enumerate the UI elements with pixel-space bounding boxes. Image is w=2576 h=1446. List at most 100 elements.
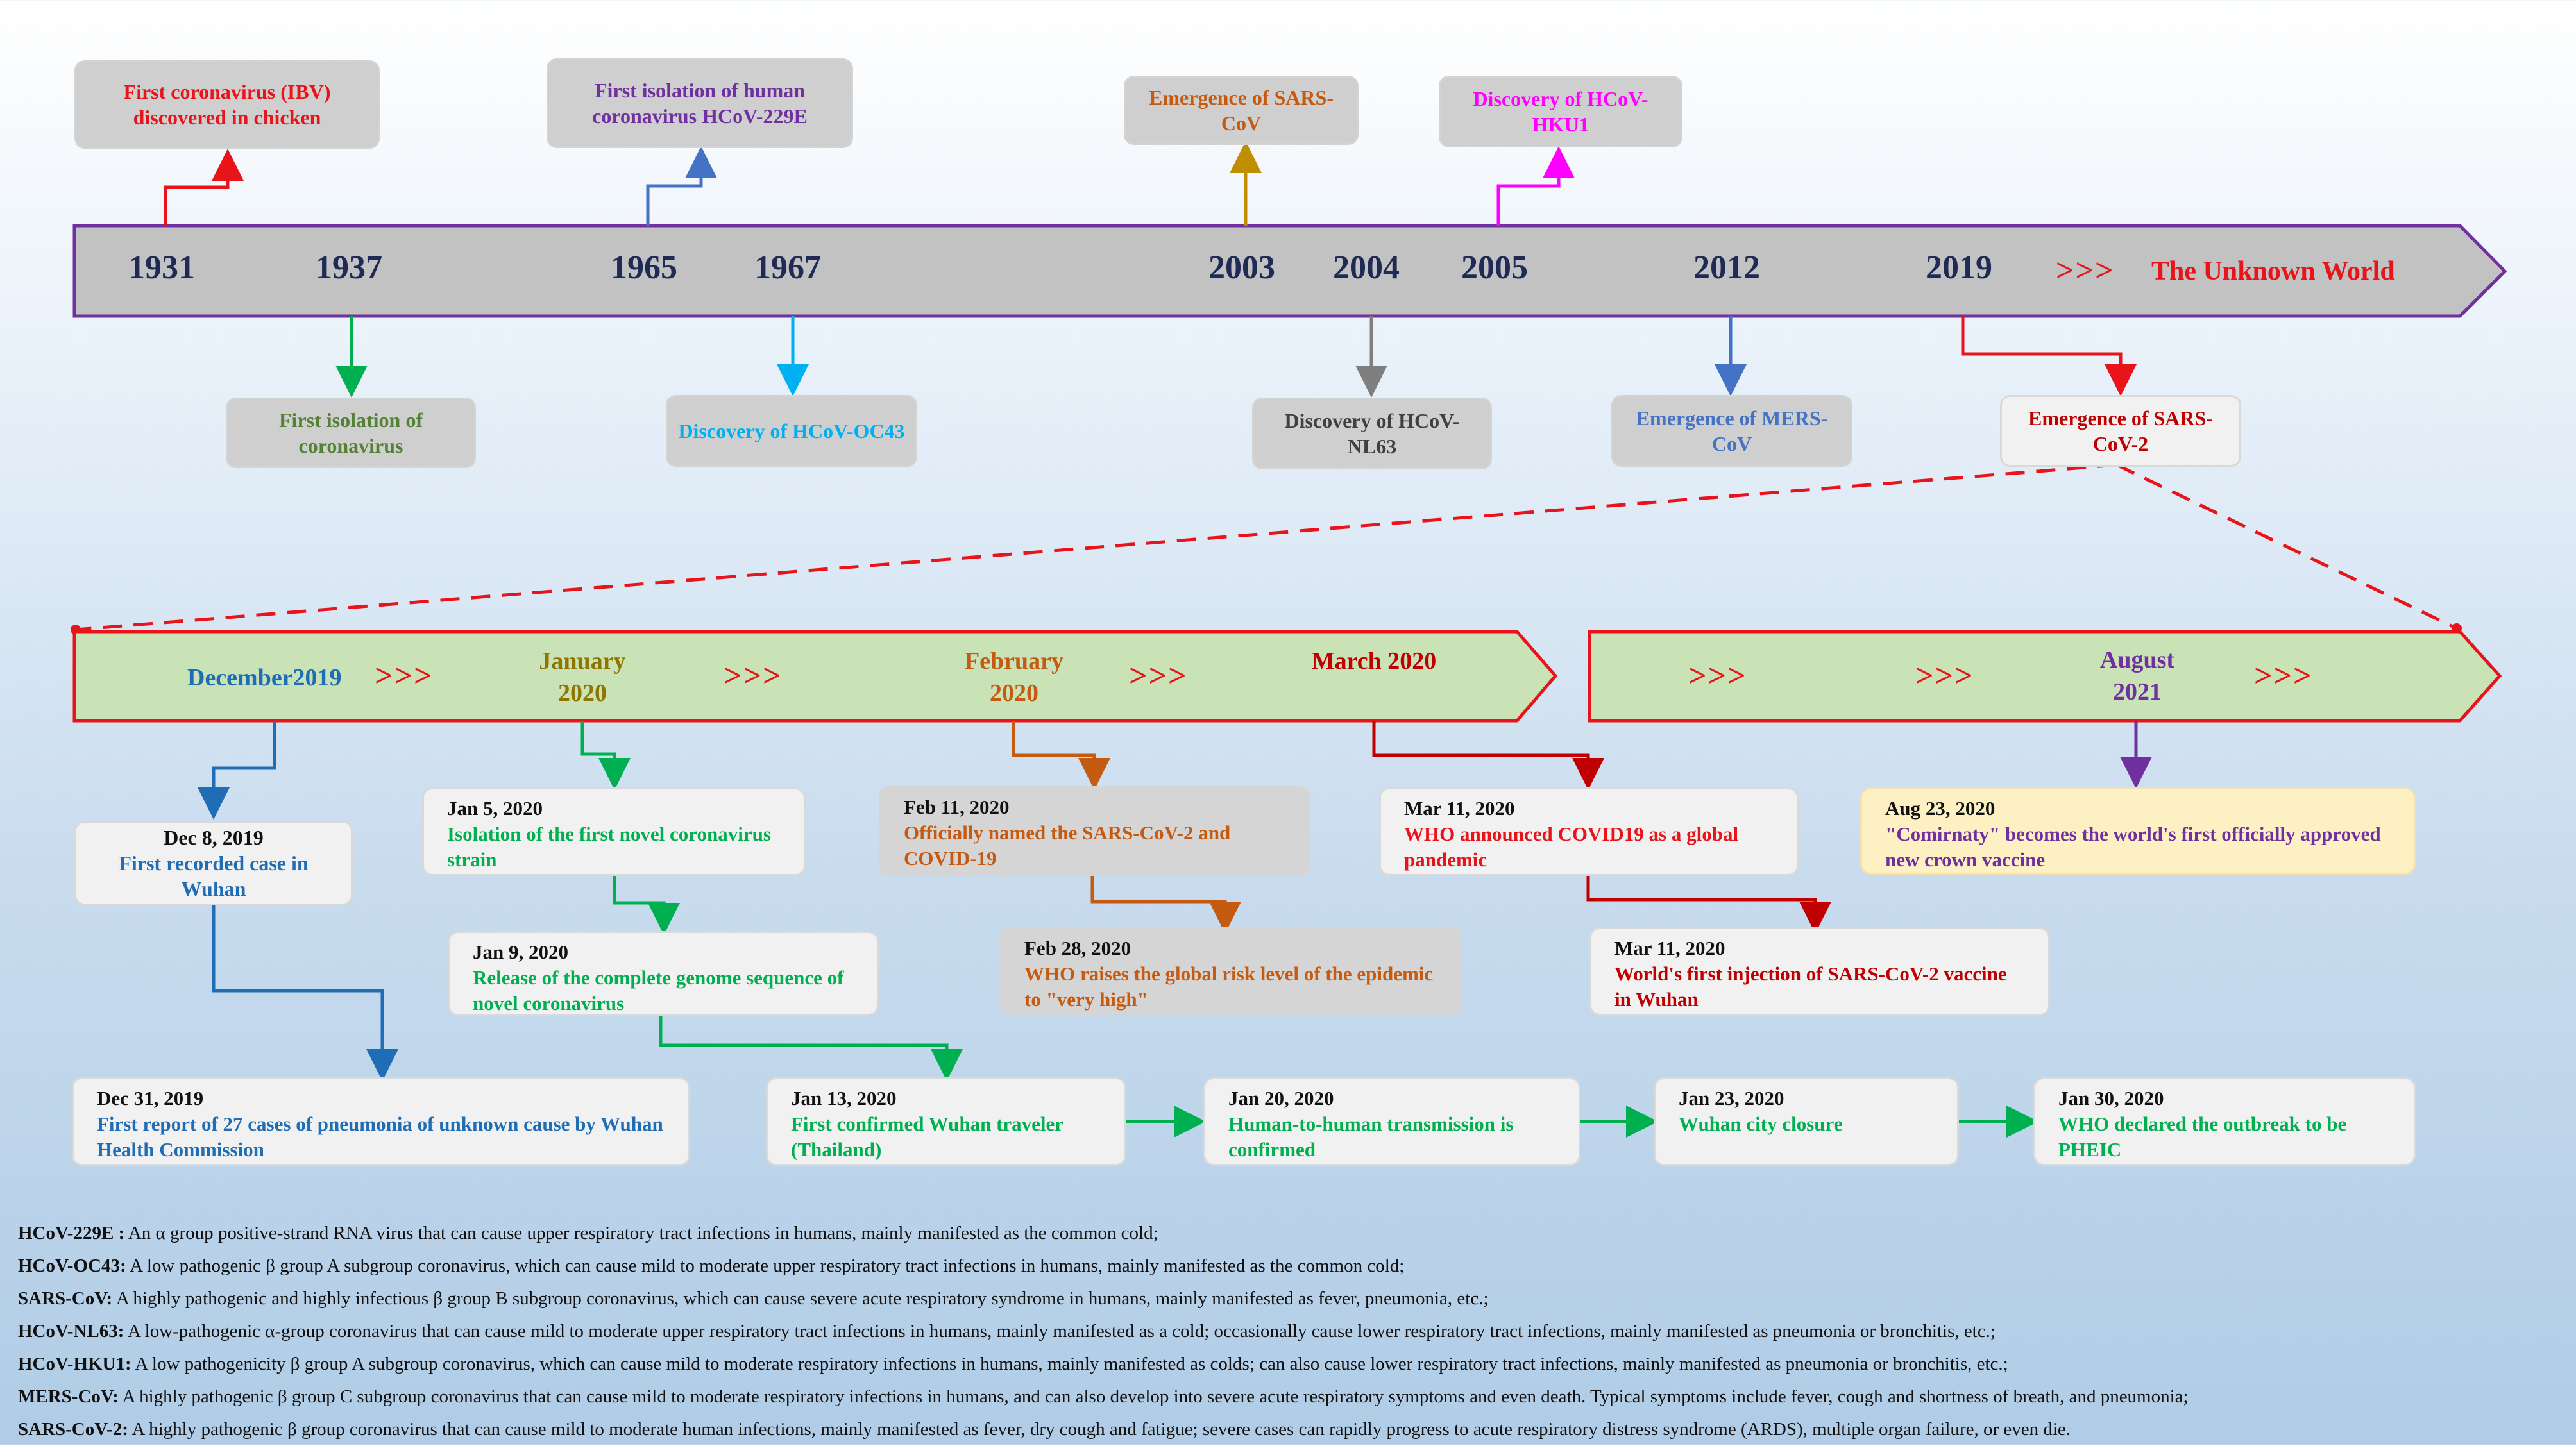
connector-2019 (1961, 316, 2137, 396)
main-timeline-bar (72, 224, 2507, 318)
year-2005: 2005 (1461, 249, 1528, 286)
year-1967: 1967 (754, 249, 821, 286)
note-nl63: HCoV-NL63: A low-pathogenic α-group coro… (18, 1315, 2571, 1348)
note-text: A highly pathogenic and highly infectiou… (112, 1288, 1489, 1309)
event-mar11a-date: Mar 11, 2020 (1404, 797, 1515, 820)
conn-feb11 (1012, 721, 1110, 790)
event-dec31-text: First report of 27 cases of pneumonia of… (97, 1113, 663, 1161)
event-jan23-box: Jan 23, 2020 Wuhan city closure (1654, 1077, 1959, 1166)
connector-2005 (1496, 146, 1575, 226)
event-ibv-box: First coronavirus (IBV) discovered in ch… (74, 60, 380, 149)
event-feb11-date: Feb 11, 2020 (904, 796, 1010, 818)
event-jan30-text: WHO declared the outbreak to be PHEIC (2058, 1113, 2347, 1161)
conn-mar11b (1586, 875, 1831, 934)
event-jan20-date: Jan 20, 2020 (1228, 1087, 1334, 1109)
note-text: A low pathogenic β group A subgroup coro… (126, 1256, 1405, 1276)
note-term: HCoV-229E : (18, 1223, 125, 1243)
month-march-2020: March 2020 (1311, 648, 1437, 675)
event-first-isolation-box: First isolation of coronavirus (226, 398, 476, 468)
event-hcov229e-box: First isolation of human coronavirus HCo… (547, 58, 853, 148)
year-2019: 2019 (1926, 249, 1992, 286)
conn-dec31 (212, 904, 398, 1081)
event-jan9-text: Release of the complete genome sequence … (473, 966, 844, 1014)
unknown-chevrons: >>> (2056, 252, 2115, 288)
chevron-feb: >>> (1129, 657, 1188, 693)
event-jan30-box: Jan 30, 2020 WHO declared the outbreak t… (2033, 1077, 2416, 1166)
event-oc43-box: Discovery of HCoV-OC43 (666, 395, 917, 467)
connector-1965 (646, 146, 717, 226)
note-term: SARS-CoV: (18, 1288, 113, 1309)
event-nl63-box: Discovery of HCoV-NL63 (1252, 398, 1492, 469)
event-jan13-date: Jan 13, 2020 (791, 1087, 897, 1109)
event-sars2-box: Emergence of SARS-CoV-2 (2000, 395, 2241, 467)
conn-jan9 (613, 875, 680, 935)
event-dec31-box: Dec 31, 2019 First report of 27 cases of… (72, 1077, 690, 1166)
event-jan13-text: First confirmed Wuhan traveler (Thailand… (791, 1113, 1063, 1161)
note-text: A highly pathogenic β group coronavirus … (128, 1419, 2071, 1440)
event-jan9-box: Jan 9, 2020 Release of the complete geno… (448, 931, 879, 1016)
event-feb28-box: Feb 28, 2020 WHO raises the global risk … (999, 927, 1462, 1016)
note-term: HCoV-HKU1: (18, 1354, 131, 1374)
conn-jan5 (580, 721, 631, 790)
year-2012: 2012 (1693, 249, 1760, 286)
year-2004: 2004 (1333, 249, 1400, 286)
event-aug23-box: Aug 23, 2020 "Comirnaty" becomes the wor… (1860, 787, 2416, 875)
event-dec31-date: Dec 31, 2019 (97, 1087, 204, 1109)
event-mar11b-box: Mar 11, 2020 World's first injection of … (1589, 927, 2050, 1016)
connector-1931 (164, 149, 244, 226)
event-jan5-date: Jan 5, 2020 (447, 797, 543, 820)
note-term: MERS-CoV: (18, 1386, 119, 1407)
event-jan23-date: Jan 23, 2020 (1679, 1087, 1784, 1109)
note-hku1: HCoV-HKU1: A low pathogenicity β group A… (18, 1348, 2571, 1381)
event-mar11b-date: Mar 11, 2020 (1614, 937, 1725, 959)
event-jan5-box: Jan 5, 2020 Isolation of the first novel… (422, 787, 806, 876)
event-dec8-box: Dec 8, 2019 First recorded case in Wuhan (74, 821, 353, 905)
event-sars-box: Emergence of SARS-CoV (1124, 76, 1359, 145)
event-jan20-text: Human-to-human transmission is confirmed (1228, 1113, 1514, 1161)
month-august-2021: August 2021 (2099, 646, 2175, 705)
chevron-jan: >>> (724, 657, 783, 693)
month-february-2020: February 2020 (964, 648, 1064, 707)
note-sars2: SARS-CoV-2: A highly pathogenic β group … (18, 1413, 2571, 1446)
event-aug23-text: "Comirnaty" becomes the world's first of… (1885, 823, 2381, 871)
event-jan5-text: Isolation of the first novel coronavirus… (447, 823, 771, 871)
note-text: A highly pathogenic β group C subgroup c… (118, 1386, 2189, 1407)
note-text: A low-pathogenic α-group coronavirus tha… (124, 1321, 1996, 1341)
event-feb28-text: WHO raises the global risk level of the … (1024, 963, 1434, 1011)
event-jan9-date: Jan 9, 2020 (473, 941, 568, 963)
year-1931: 1931 (128, 249, 195, 286)
event-aug23-date: Aug 23, 2020 (1885, 797, 1996, 820)
note-text: An α group positive-strand RNA virus tha… (124, 1223, 1158, 1243)
chevron-aug-3: >>> (2254, 657, 2313, 693)
chevron-dec: >>> (375, 657, 434, 693)
month-december-2019: December2019 (187, 664, 342, 691)
conn-feb28 (1090, 875, 1241, 934)
note-oc43: HCoV-OC43: A low pathogenic β group A su… (18, 1250, 2571, 1282)
year-1937: 1937 (316, 249, 382, 286)
event-dec8-date: Dec 8, 2019 (164, 826, 264, 849)
note-229e: HCoV-229E : An α group positive-strand R… (18, 1217, 2571, 1250)
chevron-aug-2: >>> (1915, 657, 1974, 693)
event-jan20-box: Jan 20, 2020 Human-to-human transmission… (1203, 1077, 1580, 1166)
year-2003: 2003 (1208, 249, 1275, 286)
chevron-aug-1: >>> (1688, 657, 1747, 693)
unknown-world-label: The Unknown World (2151, 256, 2395, 286)
detail-bar-2021 (1588, 630, 2502, 723)
event-mar11a-box: Mar 11, 2020 WHO announced COVID19 as a … (1379, 787, 1799, 876)
event-dec8-text: First recorded case in Wuhan (119, 852, 309, 900)
zoom-line-right (2115, 463, 2458, 630)
event-hku1-box: Discovery of HCoV-HKU1 (1439, 76, 1682, 147)
note-term: SARS-CoV-2: (18, 1419, 128, 1440)
event-jan13-box: Jan 13, 2020 First confirmed Wuhan trave… (766, 1077, 1126, 1166)
zoom-line-left (75, 463, 2117, 632)
glossary-notes: HCoV-229E : An α group positive-strand R… (18, 1217, 2571, 1446)
event-jan30-date: Jan 30, 2020 (2058, 1087, 2164, 1109)
event-mar11a-text: WHO announced COVID19 as a global pandem… (1404, 823, 1739, 871)
note-sars: SARS-CoV: A highly pathogenic and highly… (18, 1282, 2571, 1315)
note-text: A low pathogenicity β group A subgroup c… (131, 1354, 2008, 1374)
detail-bar-2019-2020 (72, 630, 1558, 723)
note-mers: MERS-CoV: A highly pathogenic β group C … (18, 1381, 2571, 1413)
conn-mar11a (1372, 721, 1604, 790)
event-mers-box: Emergence of MERS-CoV (1611, 395, 1852, 467)
